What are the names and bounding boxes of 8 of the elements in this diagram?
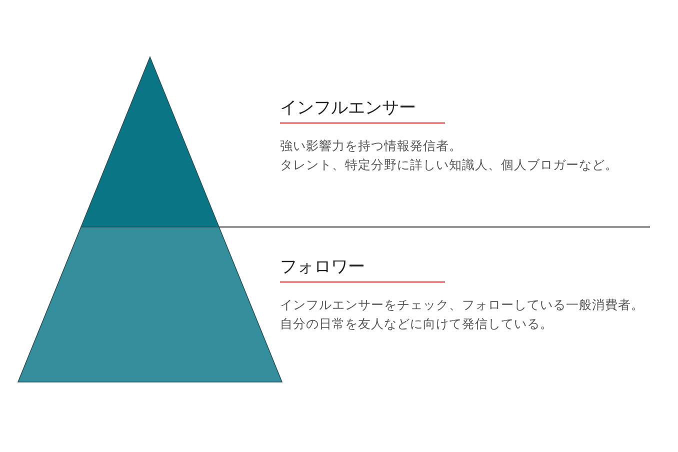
tier-description: 自分の日常を友人などに向けて発信している。	[280, 316, 553, 333]
pyramid-trapezoid-segment	[18, 227, 282, 382]
tier-heading: フォロワー	[280, 256, 365, 278]
pyramid-triangle-segment	[81, 57, 219, 227]
tier-description: 強い影響力を持つ情報発信者。	[280, 138, 462, 155]
tier-heading: インフルエンサー	[280, 97, 416, 119]
tier-description: タレント、特定分野に詳しい知識人、個人ブロガーなど。	[280, 157, 618, 174]
tier-description: インフルエンサーをチェック、フォローしている一般消費者。	[280, 297, 644, 314]
